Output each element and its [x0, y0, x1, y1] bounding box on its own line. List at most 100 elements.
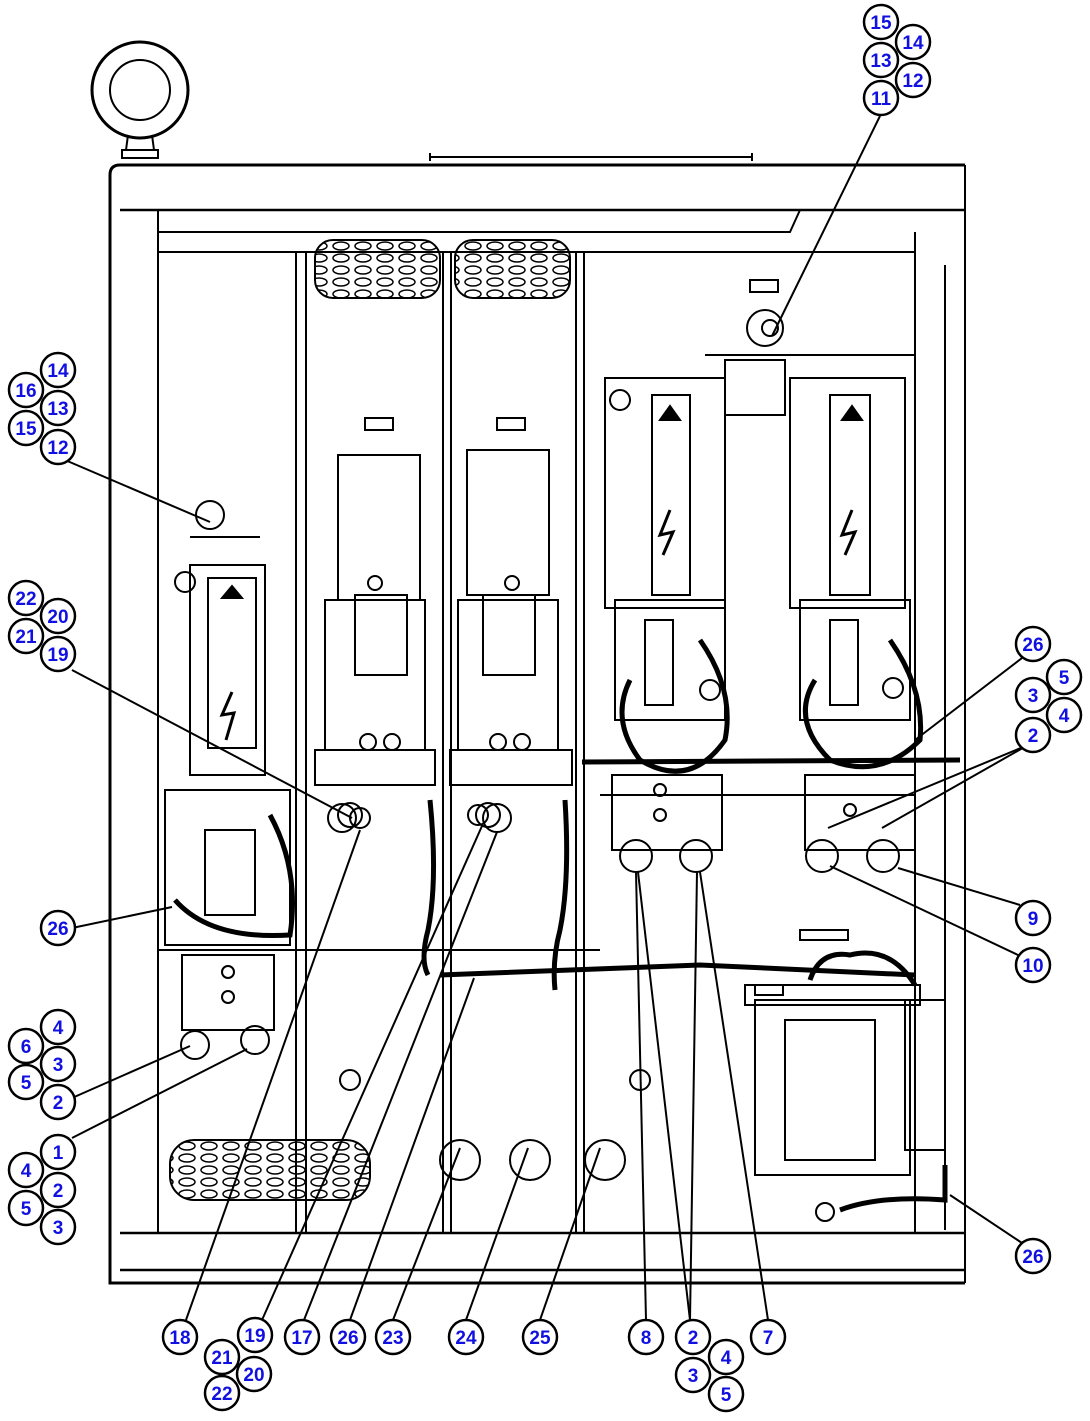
callout-16: 16 — [7, 371, 45, 409]
callout-26: 26 — [39, 909, 77, 947]
callout-number: 21 — [15, 627, 37, 648]
callout-18: 18 — [161, 1318, 199, 1356]
callout-circle — [39, 1008, 77, 1046]
callout-circle — [7, 371, 45, 409]
callout-number: 3 — [53, 1218, 64, 1239]
cable-bundles — [173, 638, 961, 1213]
callout-14: 14 — [894, 23, 932, 61]
callout-number: 18 — [169, 1328, 190, 1349]
callout-circle — [203, 1338, 241, 1376]
callout-circle — [39, 1083, 77, 1121]
callout-21: 21 — [7, 617, 45, 655]
callout-20: 20 — [39, 597, 77, 635]
callout-circle — [1045, 696, 1083, 734]
callout-number: 15 — [15, 419, 37, 440]
callout-number: 24 — [455, 1328, 477, 1349]
contactor-center-1 — [314, 417, 436, 833]
callout-circle — [39, 1171, 77, 1209]
callout-circle — [7, 1151, 45, 1189]
callout-circle — [161, 1318, 199, 1356]
callout-circle — [447, 1318, 485, 1356]
danger-label-right-1 — [657, 404, 682, 556]
callout-15: 15 — [862, 3, 900, 41]
callout-14: 14 — [39, 351, 77, 389]
callout-circle — [7, 1063, 45, 1101]
callout-number: 26 — [337, 1328, 358, 1349]
callout-15: 15 — [7, 409, 45, 447]
callout-number: 14 — [902, 33, 924, 54]
callout-number: 3 — [53, 1055, 64, 1076]
callout-circle — [39, 1045, 77, 1083]
callout-circle — [374, 1318, 412, 1356]
callout-number: 2 — [1028, 726, 1039, 747]
callout-number: 8 — [641, 1328, 652, 1349]
callout-number: 2 — [53, 1181, 64, 1202]
callout-circle — [39, 1208, 77, 1246]
callout-7: 7 — [749, 1318, 787, 1356]
callout-number: 13 — [47, 399, 68, 420]
callout-number: 26 — [1022, 1247, 1043, 1268]
callout-circle — [283, 1318, 321, 1356]
callout-circle — [894, 61, 932, 99]
callout-circle — [674, 1318, 712, 1356]
callout-circle — [329, 1318, 367, 1356]
callout-number: 23 — [382, 1328, 403, 1349]
callout-number: 14 — [47, 361, 69, 382]
callout-number: 12 — [47, 438, 68, 459]
callout-number: 26 — [47, 919, 68, 940]
callout-circle — [7, 1189, 45, 1227]
callout-number: 3 — [688, 1366, 699, 1387]
callout-number: 4 — [721, 1348, 732, 1369]
callout-number: 21 — [211, 1348, 233, 1369]
callout-19: 19 — [236, 1316, 274, 1354]
callout-10: 10 — [1014, 946, 1052, 984]
callout-number: 4 — [53, 1018, 64, 1039]
callout-number: 11 — [871, 89, 892, 110]
callout-21: 21 — [203, 1338, 241, 1376]
callout-3: 3 — [39, 1208, 77, 1246]
callout-3: 3 — [39, 1045, 77, 1083]
callout-number: 20 — [243, 1365, 264, 1386]
callout-2: 2 — [39, 1083, 77, 1121]
callout-circle — [1014, 625, 1052, 663]
callout-3: 3 — [674, 1356, 712, 1394]
callout-circle — [39, 597, 77, 635]
callout-number: 5 — [21, 1073, 32, 1094]
callout-circle — [749, 1318, 787, 1356]
callout-3: 3 — [1014, 676, 1052, 714]
callout-number: 12 — [902, 71, 923, 92]
ventilation-grilles — [169, 239, 571, 1201]
callout-26: 26 — [1014, 1237, 1052, 1275]
callout-circle — [894, 23, 932, 61]
callout-number: 4 — [21, 1161, 32, 1182]
callout-number: 6 — [21, 1037, 32, 1058]
callout-25: 25 — [521, 1318, 559, 1356]
callout-number: 1 — [53, 1143, 64, 1164]
callout-6: 6 — [7, 1027, 45, 1065]
callout-circle — [39, 351, 77, 389]
callout-circle — [236, 1316, 274, 1354]
callout-2: 2 — [39, 1171, 77, 1209]
danger-label-left — [207, 577, 257, 749]
callout-number: 5 — [21, 1199, 32, 1220]
leader-lines — [64, 115, 1029, 1321]
callout-circle — [39, 1133, 77, 1171]
contactor-right-2 — [789, 377, 916, 873]
callout-circle — [39, 428, 77, 466]
callout-number: 15 — [870, 13, 892, 34]
callout-circle — [7, 579, 45, 617]
callout-5: 5 — [7, 1189, 45, 1227]
callout-circle — [39, 909, 77, 947]
callout-5: 5 — [1045, 658, 1083, 696]
callout-4: 4 — [7, 1151, 45, 1189]
callout-circle — [707, 1375, 745, 1413]
callout-9: 9 — [1014, 899, 1052, 937]
callout-number: 25 — [529, 1328, 551, 1349]
callout-19: 19 — [39, 635, 77, 673]
callout-12: 12 — [894, 61, 932, 99]
callout-number: 20 — [47, 607, 68, 628]
callout-5: 5 — [707, 1375, 745, 1413]
callout-24: 24 — [447, 1318, 485, 1356]
callout-number: 7 — [763, 1328, 774, 1349]
